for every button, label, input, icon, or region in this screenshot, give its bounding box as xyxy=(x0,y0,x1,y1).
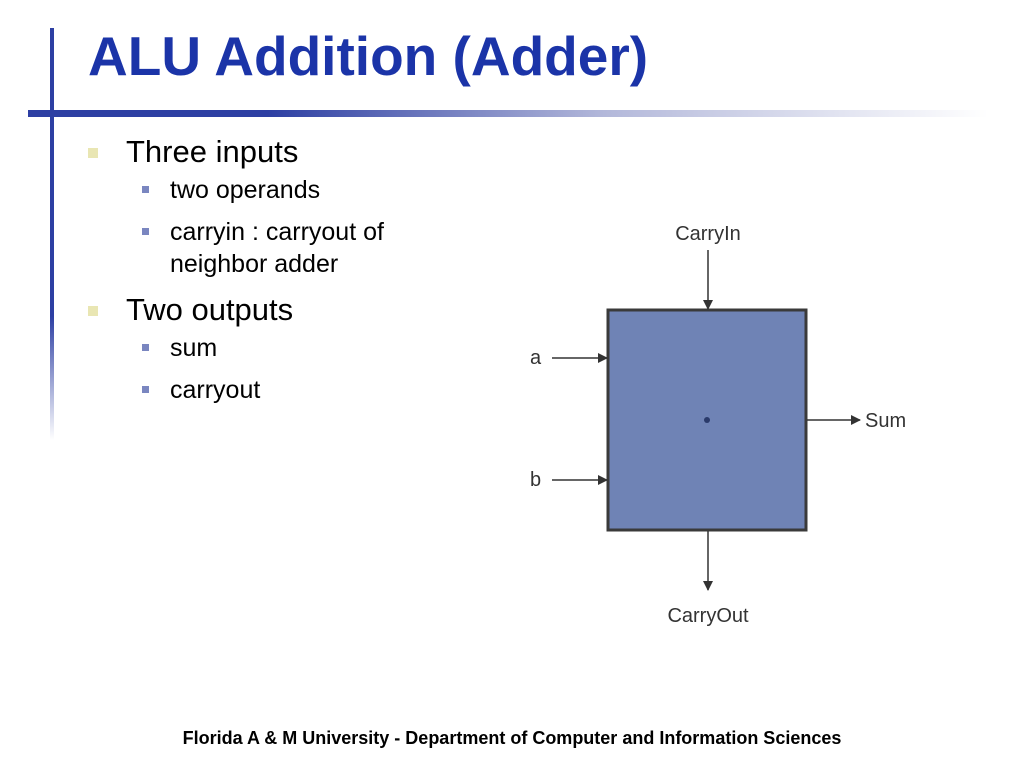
carryout-label: CarryOut xyxy=(667,605,749,627)
bullet-marker xyxy=(88,148,98,158)
sub-bullet-text: carryin : carryout of neighbor adder xyxy=(170,218,384,278)
sum-label: Sum xyxy=(865,410,906,432)
bullet-two-outputs: Two outputs xyxy=(88,290,448,330)
sub-bullet-text: two operands xyxy=(170,176,321,204)
sub-bullet-marker xyxy=(142,186,149,193)
adder-center-dot xyxy=(704,417,710,423)
footer-text: Florida A & M University - Department of… xyxy=(182,728,842,748)
bullet-marker xyxy=(88,306,98,316)
sub-bullet-carryout: carryout xyxy=(88,374,448,406)
bullet-text: Three inputs xyxy=(126,134,299,169)
accent-vertical-bar xyxy=(50,28,54,440)
bullet-list: Three inputs two operands carryin : carr… xyxy=(88,132,448,416)
a-label: a xyxy=(530,347,542,369)
sub-bullet-two-operands: two operands xyxy=(88,174,448,206)
accent-horizontal-bar xyxy=(28,110,988,117)
b-label: b xyxy=(530,469,541,491)
sub-bullet-text: sum xyxy=(170,334,218,362)
bullet-three-inputs: Three inputs xyxy=(88,132,448,172)
bullet-text: Two outputs xyxy=(126,292,294,327)
sub-bullet-sum: sum xyxy=(88,332,448,364)
sub-bullet-marker xyxy=(142,344,149,351)
carryin-label: CarryIn xyxy=(675,223,741,245)
page-title: ALU Addition (Adder) xyxy=(88,25,649,87)
sub-bullet-text: carryout xyxy=(170,376,261,404)
adder-diagram: CarryIn a b Sum CarryOut xyxy=(530,223,906,627)
sub-bullet-marker xyxy=(142,228,149,235)
sub-bullet-carryin: carryin : carryout of neighbor adder xyxy=(88,216,420,280)
sub-bullet-marker xyxy=(142,386,149,393)
